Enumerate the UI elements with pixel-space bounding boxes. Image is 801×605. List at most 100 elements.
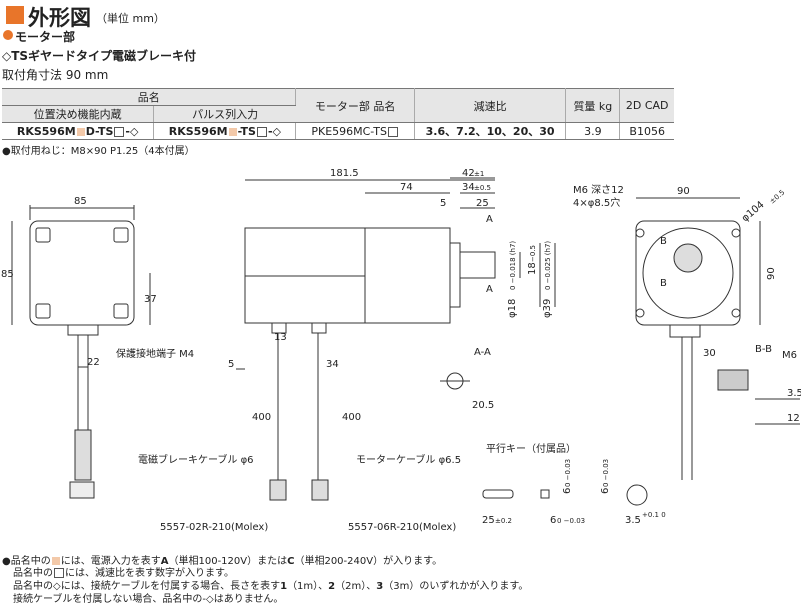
- th-cad: 2D CAD: [619, 88, 674, 123]
- dim-25: 25: [476, 198, 489, 209]
- dim-5b: 5: [440, 198, 446, 209]
- section-a-mark: A: [486, 214, 493, 225]
- footnote-4: 接続ケーブルを付属しない場合、品名中の-◇はありません。: [13, 594, 284, 605]
- dim-6b-tol: 0 −0.03: [564, 459, 572, 487]
- key-end: [540, 489, 550, 499]
- dim-400a: 400: [252, 412, 271, 423]
- section-bb-label: B-B: [755, 344, 772, 355]
- dim-34b-tol: ±0.5: [474, 184, 491, 192]
- dim-74: 74: [400, 182, 413, 193]
- dim-6b: 6: [562, 488, 573, 494]
- bullet-icon: [3, 30, 13, 40]
- box-icon: [256, 126, 267, 137]
- connector: [69, 481, 95, 499]
- connector-label-1: 5557-02R-210(Molex): [160, 522, 268, 533]
- mount-hole: [35, 303, 51, 319]
- dim-3-5b-tol: +0.1 0: [642, 511, 666, 519]
- connector-label-2: 5557-06R-210(Molex): [348, 522, 456, 533]
- dim-90: 90: [677, 186, 690, 197]
- dim-phi39-tol: 0 −0.025 (h7): [544, 241, 552, 290]
- brake-connector: [269, 479, 287, 501]
- box-icon: [387, 126, 398, 137]
- th-ratio: 減速比: [414, 88, 567, 123]
- dim-6c: 6: [600, 488, 611, 494]
- section-aa-label: A-A: [474, 347, 491, 358]
- title-square-icon: [6, 6, 24, 24]
- dim-phi104-tol: ±0.5: [768, 188, 786, 205]
- dim-18: 18: [527, 262, 538, 275]
- dim-5a: 5: [228, 359, 234, 370]
- cell-mass: 3.9: [565, 122, 621, 140]
- footnote-3: 品名中の◇には、接続ケーブルを付属する場合、長さを表す1（1m）、2（2m）、3…: [13, 581, 529, 592]
- dim-30: 30: [703, 348, 716, 359]
- cell-ratio: 3.6、7.2、10、20、30: [414, 122, 567, 140]
- cable-bundle: [74, 429, 92, 481]
- dim-42: 42: [462, 168, 475, 179]
- brake-cable-label: 電磁ブレーキケーブル φ6: [138, 453, 254, 466]
- gear-flange-outline: [635, 220, 741, 326]
- spec-table: 品名 モーター部 品名 減速比 質量 kg 2D CAD 位置決め機能内蔵 パル…: [2, 88, 674, 140]
- dim-90-v: 90: [766, 267, 777, 280]
- mount-hole: [113, 303, 129, 319]
- section-flange: 取付角寸法 90 mm: [2, 68, 109, 82]
- section-b-mark-2: B: [660, 278, 667, 289]
- section-a-mark-2: A: [486, 284, 493, 295]
- motor-cable-label: モーターケーブル φ6.5: [356, 453, 461, 466]
- dim-phi18: φ18: [507, 299, 518, 318]
- dim-12: 12: [787, 413, 800, 424]
- dim-3-5: 3.5: [787, 388, 801, 399]
- dim-13: 13: [274, 332, 287, 343]
- dim-6a: 6: [550, 515, 556, 526]
- dim-6a-tol: 0 −0.03: [557, 517, 585, 525]
- dim-3-5b: 3.5: [625, 515, 641, 526]
- gear-pilot: [449, 242, 461, 308]
- footnote-1: ●品名中のには、電源入力を表すA（単相100-120V）またはC（単相200-2…: [2, 556, 443, 567]
- box-icon: [114, 126, 125, 137]
- bb-section: [717, 369, 749, 391]
- mount-hole: [113, 227, 129, 243]
- footnote-2: 品名中のには、減速比を表す数字が入ります。: [13, 568, 234, 579]
- dim-phi39: φ39: [542, 299, 553, 318]
- dim-42-tol: ±1: [474, 170, 484, 178]
- front-flange-outline: [29, 220, 135, 326]
- dim-37: 37: [144, 294, 157, 305]
- key-shaft-circle: [626, 484, 648, 506]
- dim-34b: 34: [462, 182, 475, 193]
- motor-connector: [311, 479, 329, 501]
- cell-cad: B1056: [619, 122, 674, 140]
- th-mass: 質量 kg: [565, 88, 621, 123]
- mount-hole: [35, 227, 51, 243]
- m6-depth-label: M6 深さ12: [573, 184, 624, 196]
- cell-motor: PKE596MC-TS: [295, 122, 415, 140]
- screw-note: ●取付用ねじ：M8×90 P1.25（4本付属）: [2, 146, 195, 157]
- dim-85: 85: [74, 196, 87, 207]
- cable-outlet: [67, 324, 99, 336]
- dim-25-key: 25: [482, 515, 495, 526]
- section-gear: ◇TSギヤードタイプ電磁ブレーキ付: [2, 49, 197, 63]
- box-icon: [54, 568, 64, 578]
- cell-pulse: RKS596M-TS-◇: [153, 122, 297, 140]
- page-title: 外形図: [28, 6, 91, 30]
- dim-18-tol: −0.5: [529, 245, 537, 262]
- dim-22: 22: [87, 357, 100, 368]
- dim-6c-tol: 0 −0.03: [602, 459, 610, 487]
- gear-head: [364, 227, 451, 324]
- orange-box-icon: [228, 127, 237, 136]
- dim-phi18-tol: 0 −0.018 (h7): [509, 241, 517, 290]
- holes-label: 4×φ8.5穴: [573, 196, 620, 209]
- dim-phi104: φ104: [740, 199, 767, 224]
- orange-box-icon: [51, 557, 60, 565]
- th-pulse: パルス列入力: [153, 105, 296, 123]
- m6-label: M6: [782, 350, 797, 361]
- ground-terminal-label: 保護接地端子 M4: [116, 347, 194, 360]
- dim-20-5: 20.5: [472, 400, 494, 411]
- orange-box-icon: [76, 127, 85, 136]
- th-motor-name: モーター部 品名: [295, 88, 415, 123]
- section-b-mark: B: [660, 236, 667, 247]
- dim-400b: 400: [342, 412, 361, 423]
- key-title: 平行キー（付属品）: [486, 442, 576, 455]
- dim-181-5: 181.5: [330, 168, 359, 179]
- unit-label: （単位 mm）: [96, 12, 165, 25]
